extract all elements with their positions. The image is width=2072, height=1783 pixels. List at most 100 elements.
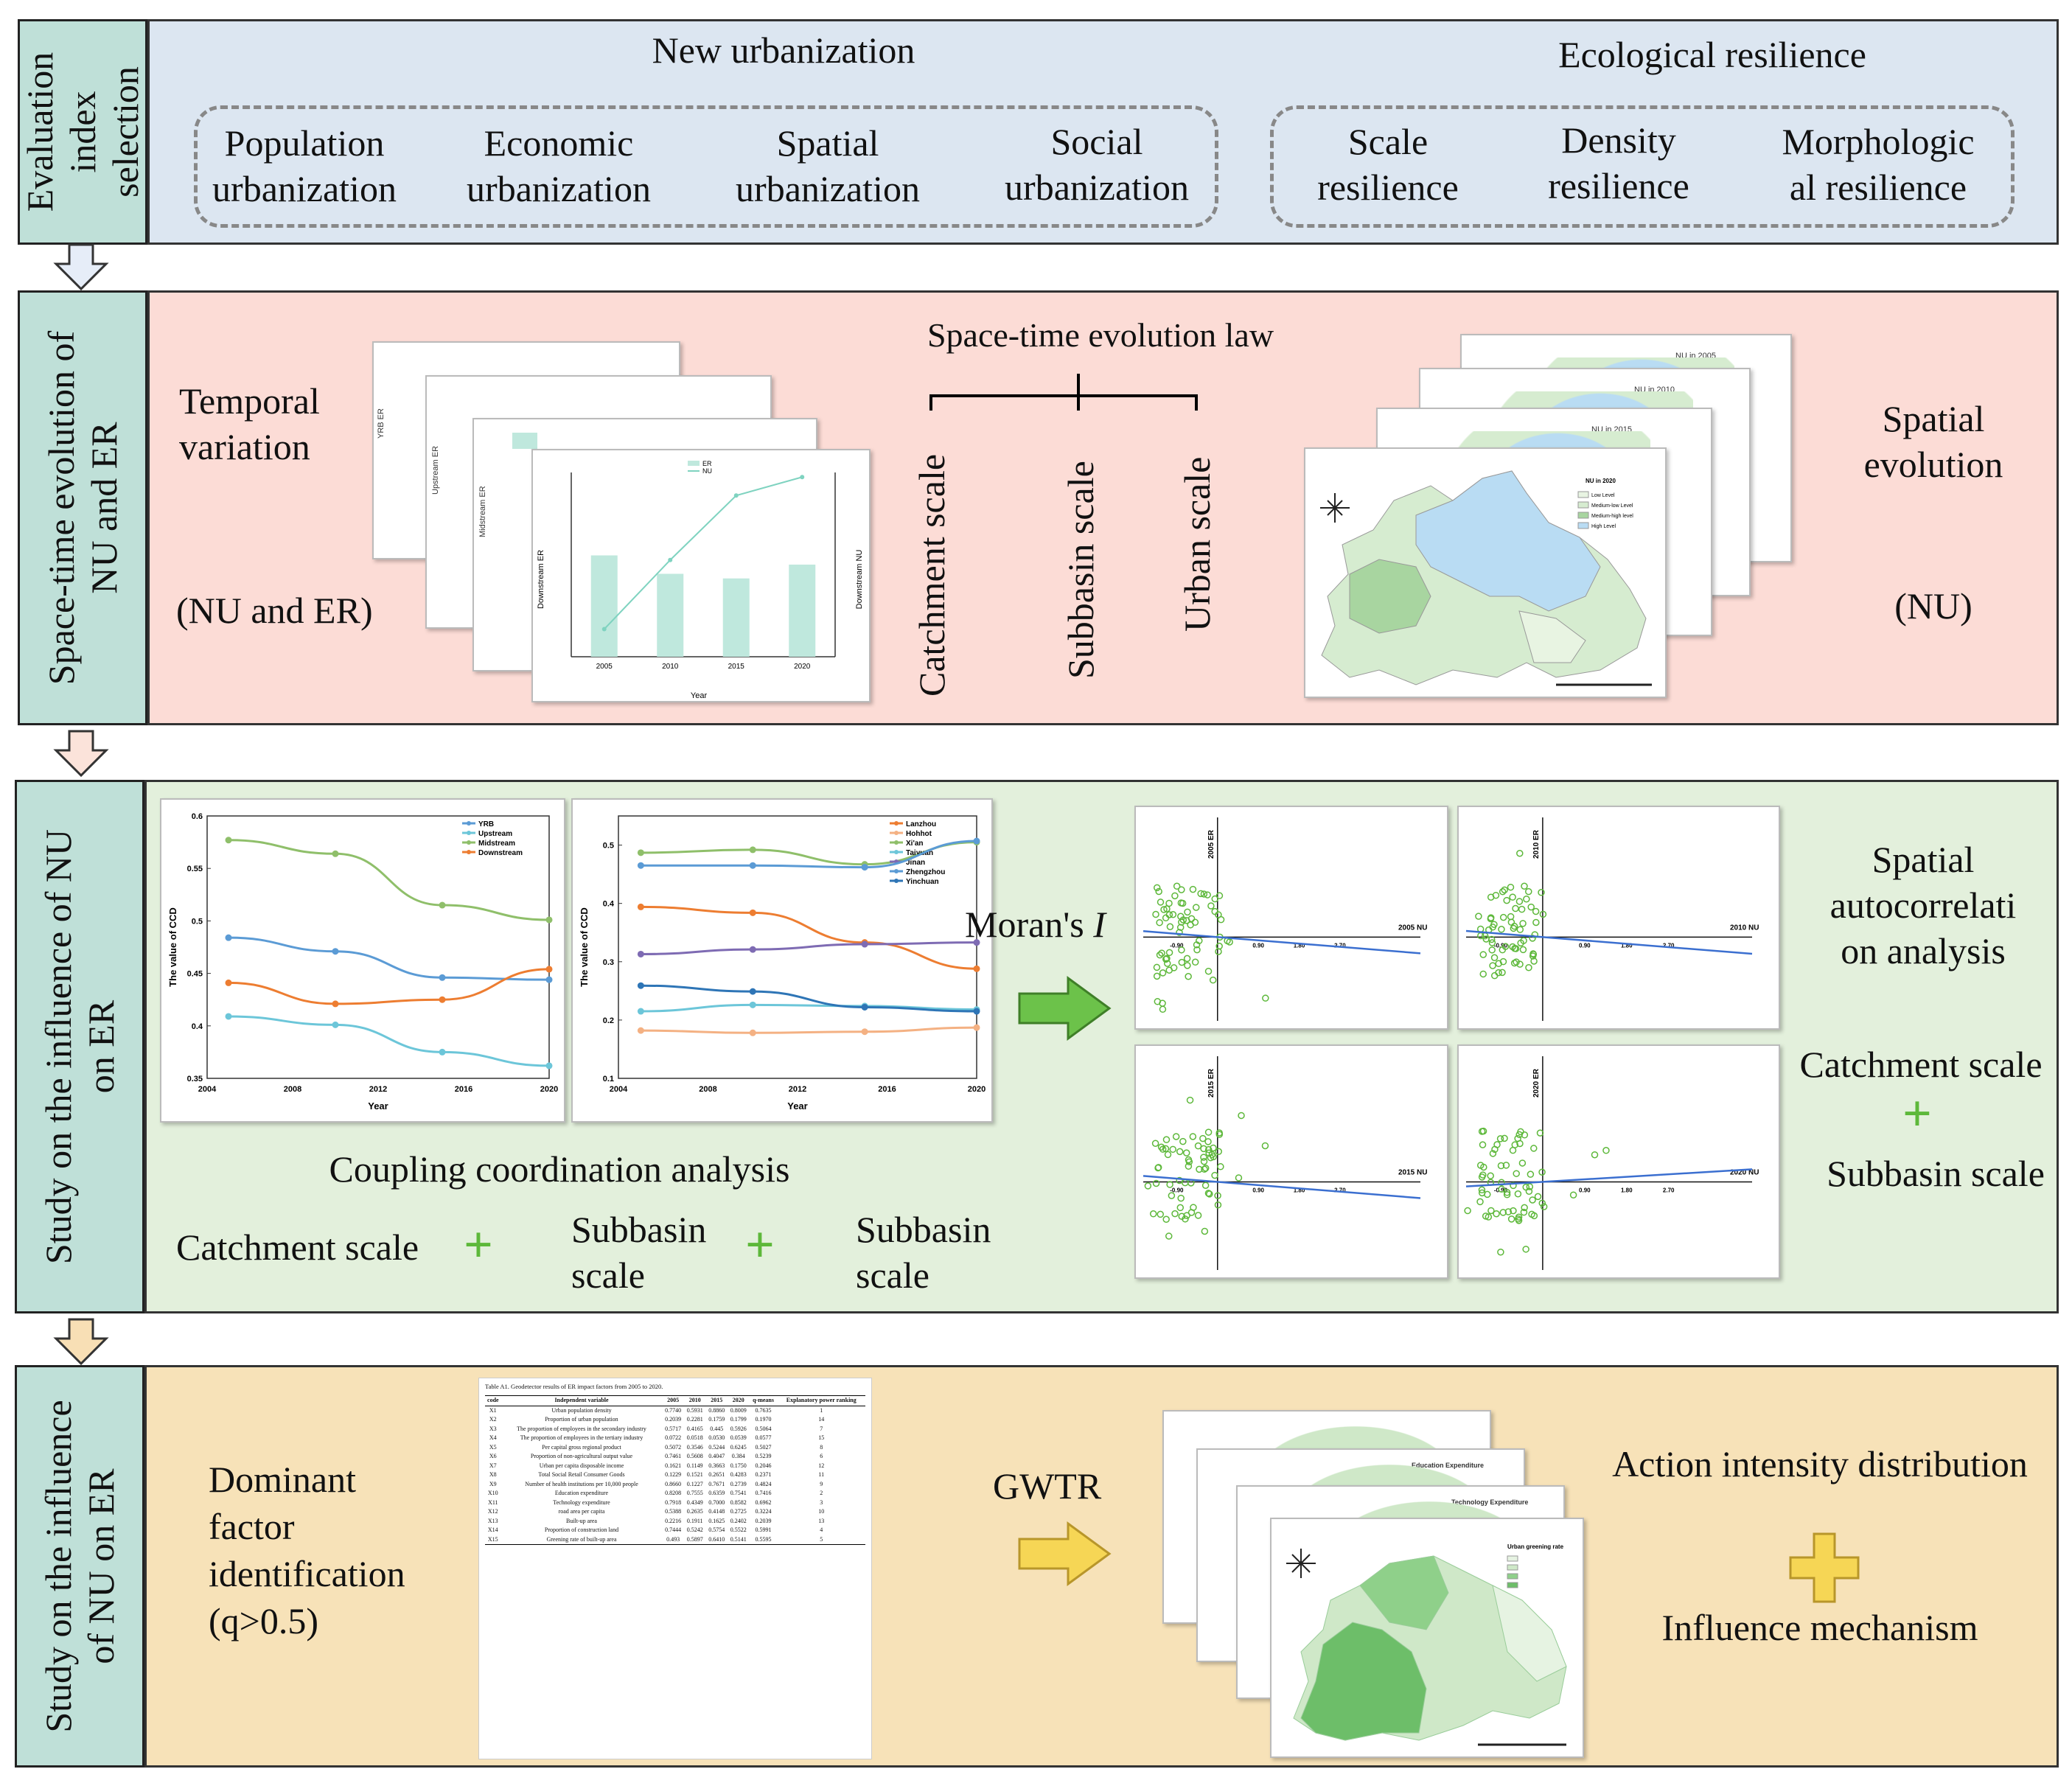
scatter-point bbox=[1208, 1151, 1216, 1159]
table-cell: 0.1149 bbox=[686, 1462, 703, 1469]
table-cell: 0.5072 bbox=[665, 1443, 682, 1451]
legend-dot bbox=[467, 831, 471, 835]
table-cell: 0.445 bbox=[710, 1425, 724, 1432]
table-cell: 5 bbox=[777, 1535, 865, 1545]
scatter-point bbox=[1602, 1147, 1610, 1154]
x-tick: -0.90 bbox=[1494, 942, 1508, 949]
table-cell: 14 bbox=[818, 1416, 825, 1423]
down-arrow-3 bbox=[53, 1318, 109, 1365]
table-cell: 1 bbox=[820, 1406, 823, 1414]
y-tick: 0.35 bbox=[187, 1075, 203, 1084]
table-cell: 0.7461 bbox=[665, 1453, 682, 1459]
scatter-point bbox=[1162, 1136, 1171, 1143]
scatter-point bbox=[1538, 1168, 1546, 1176]
scatter-point bbox=[1514, 1134, 1521, 1142]
scatter-point bbox=[1523, 895, 1530, 903]
table-cell: 0.7416 bbox=[755, 1490, 772, 1496]
scatter-point bbox=[1488, 939, 1496, 946]
table-header: q-means bbox=[749, 1395, 778, 1406]
table-cell: Number of health institutions per 10,000… bbox=[525, 1480, 638, 1487]
series-line-downstream bbox=[228, 968, 550, 1005]
scatter-point bbox=[1163, 905, 1171, 913]
scatter-point bbox=[1153, 972, 1161, 980]
chart-bar bbox=[789, 565, 816, 657]
x-tick: 2.70 bbox=[1663, 1187, 1675, 1193]
scatter-point bbox=[1144, 1182, 1152, 1190]
series-point bbox=[637, 982, 644, 989]
scatter-point bbox=[1489, 1150, 1497, 1157]
series-line-upstream bbox=[228, 1015, 550, 1067]
scatter-point bbox=[1482, 1212, 1490, 1220]
x-tick: 1.80 bbox=[1294, 942, 1305, 949]
scatter-point bbox=[1187, 921, 1194, 929]
table-cell: 0.2039 bbox=[665, 1416, 682, 1423]
series-point bbox=[973, 1008, 980, 1015]
table-cell: 0.0530 bbox=[708, 1434, 725, 1441]
table-cell: 0.1911 bbox=[686, 1517, 703, 1524]
scatter-point bbox=[1503, 896, 1510, 904]
scatter-point bbox=[1165, 949, 1173, 957]
y-tick: 0.2 bbox=[603, 1016, 614, 1025]
scatter-point bbox=[1162, 1145, 1170, 1153]
series-point bbox=[332, 1021, 339, 1028]
x-tick: 1.80 bbox=[1621, 1187, 1633, 1193]
scatter-point bbox=[1177, 1194, 1185, 1202]
chart-x-tick: 2005 bbox=[596, 663, 613, 671]
scatter-point bbox=[1204, 1145, 1213, 1154]
table-cell: 0.7444 bbox=[665, 1526, 682, 1533]
series-point bbox=[637, 950, 644, 957]
scatter-point bbox=[1166, 1181, 1173, 1188]
series-point bbox=[973, 1024, 980, 1031]
scatter-point bbox=[1478, 1189, 1486, 1197]
x-tick: 2020 bbox=[540, 1085, 558, 1094]
legend-label: Upstream bbox=[478, 830, 512, 838]
scatter-point bbox=[1196, 1165, 1203, 1173]
scatter-point bbox=[1200, 1157, 1208, 1165]
table-cell: 0.5064 bbox=[755, 1425, 772, 1432]
scatter-point bbox=[1166, 923, 1174, 930]
scatter-point bbox=[1238, 1112, 1245, 1120]
table-cell: 12 bbox=[818, 1462, 825, 1469]
scatter-point bbox=[1209, 976, 1217, 984]
table-cell: 0.2216 bbox=[665, 1517, 682, 1524]
chart-x-tick: 2020 bbox=[794, 663, 811, 671]
table-cell: 7 bbox=[820, 1425, 823, 1432]
scatter-point bbox=[1176, 924, 1185, 931]
table-cell: 0.5239 bbox=[755, 1453, 772, 1459]
chart-x-tick: 2015 bbox=[728, 663, 745, 671]
table-cell: 0.2402 bbox=[730, 1517, 747, 1524]
table-header: 2015 bbox=[705, 1395, 728, 1406]
scatter-point bbox=[1169, 1145, 1176, 1154]
table-cell: 0.4283 bbox=[730, 1471, 747, 1478]
scatter-point bbox=[1536, 1129, 1544, 1137]
scatter-point bbox=[1186, 1096, 1194, 1104]
scatter-point bbox=[1215, 948, 1222, 955]
temporal-variation-sub: (NU and ER) bbox=[176, 590, 373, 631]
scatter-point bbox=[1521, 882, 1528, 890]
right-scale-catchment: Catchment scale bbox=[1799, 1044, 2043, 1085]
series-point bbox=[637, 1008, 644, 1015]
table-cell: X2 bbox=[489, 1416, 497, 1423]
table-cell: 6 bbox=[820, 1453, 823, 1459]
scatter-point bbox=[1178, 958, 1186, 966]
scatter-point bbox=[1518, 1159, 1527, 1167]
table-header: 2020 bbox=[727, 1395, 750, 1406]
scatter-point bbox=[1164, 1151, 1172, 1159]
scatter-point bbox=[1197, 890, 1204, 898]
table-cell: 0.4824 bbox=[755, 1480, 772, 1487]
series-point bbox=[439, 1048, 446, 1056]
table-cell: 0.0518 bbox=[686, 1434, 703, 1441]
table-cell: 0.1759 bbox=[708, 1416, 725, 1423]
scatter-point bbox=[1514, 1190, 1522, 1198]
scatter-point bbox=[1503, 1191, 1511, 1198]
x-tick: 2008 bbox=[699, 1085, 716, 1094]
table-header: Explanatory power ranking bbox=[777, 1395, 865, 1406]
scatter-point bbox=[1511, 1141, 1519, 1148]
